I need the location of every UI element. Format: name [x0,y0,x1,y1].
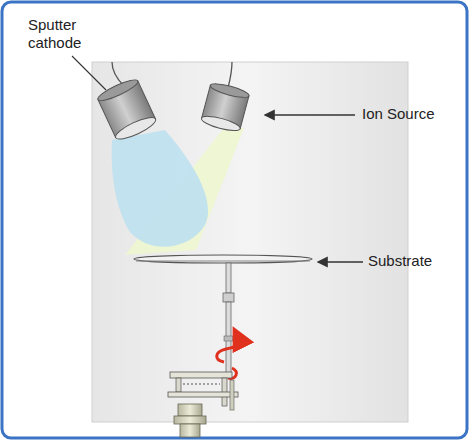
part-label: Sputter cathode [28,16,98,52]
part-label: Ion Source [362,105,435,123]
part-label: Substrate [368,252,432,270]
